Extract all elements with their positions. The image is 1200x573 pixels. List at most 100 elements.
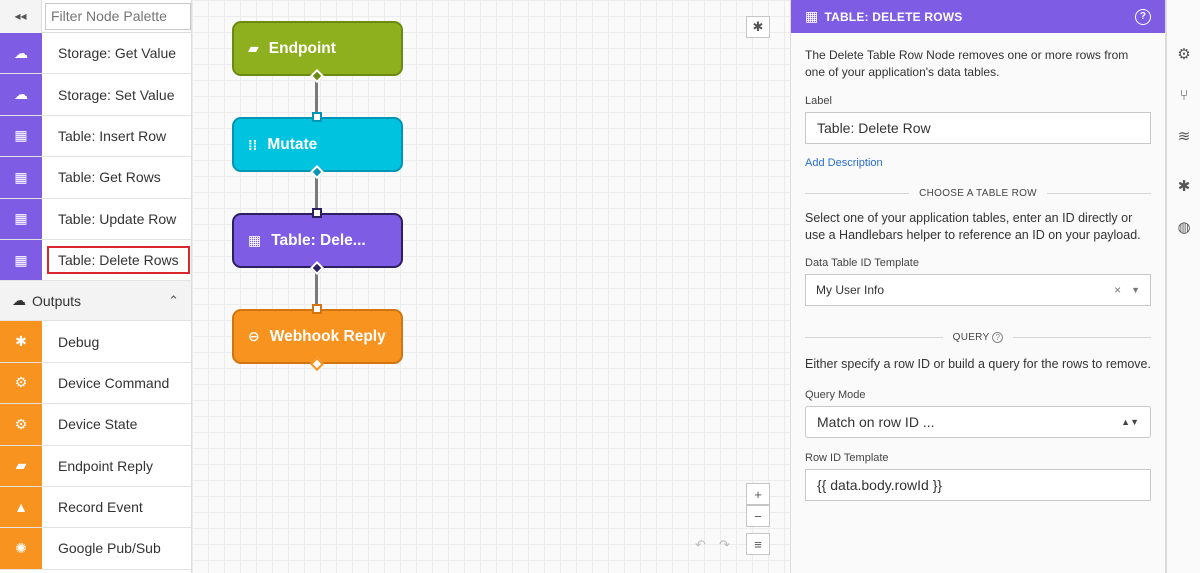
palette-item-device-state[interactable]: ⚙ Device State [0,404,191,446]
data-table-select-value: My User Info [816,283,885,297]
palette-item-record-event[interactable]: ▲ Record Event [0,486,191,529]
bug-icon: ✱ [0,321,42,362]
label-input[interactable]: Table: Delete Row [805,112,1151,144]
link-icon: ⊖ [248,328,260,344]
label-field-label: Label [805,95,832,107]
query-mode-select[interactable]: Match on row ID ... ▲▼ [805,406,1151,438]
table-icon: ▦ [0,157,42,198]
zoom-out-button[interactable]: − [746,505,770,527]
palette-item-device-command[interactable]: ⚙ Device Command [0,362,191,405]
node-webhook-reply[interactable]: ⊖ Webhook Reply [232,309,403,364]
query-mode-field-label: Query Mode [805,389,866,401]
palette-topbar: ◂◂ [0,0,191,33]
palette-item-label: Table: Update Row [58,210,177,227]
palette-item-label: Debug [58,333,100,350]
endpoint-icon: ▰ [248,40,259,56]
node-mutate[interactable]: ⁞⁞ Mutate [232,117,403,172]
query-mode-select-value: Match on row ID ... [817,414,935,430]
table-icon: ▦ [0,239,42,281]
row-id-template-value: {{ data.body.rowId }} [817,477,943,493]
bug-icon[interactable]: ✱ [1177,178,1191,195]
query-help-text: Either specify a row ID or build a query… [805,357,1151,371]
connection-wire [315,76,318,117]
node-endpoint[interactable]: ▰ Endpoint [232,21,403,76]
zoom-in-button[interactable]: + [746,483,770,505]
palette-item-storage-get-value[interactable]: ☁ Storage: Get Value [0,33,191,75]
chevron-up-icon[interactable]: ⌃ [168,292,179,308]
clear-icon[interactable]: × [1114,283,1122,297]
branch-icon[interactable]: ⑂ [1179,86,1189,104]
palette-item-endpoint-reply[interactable]: ▰ Endpoint Reply [0,445,191,487]
palette-item-table-delete-rows[interactable]: ▦ Table: Delete Rows [0,239,191,282]
cloud-download-icon: ☁ [0,33,42,74]
palette-item-label: Record Event [58,499,143,516]
add-description-link[interactable]: Add Description [805,157,883,169]
node-label: Mutate [267,135,318,153]
palette-item-label: Table: Delete Rows [42,240,191,280]
node-label: Endpoint [268,39,336,57]
outputs-group-header[interactable]: ☁ Outputs ⌃ [0,281,191,322]
pubsub-icon: ✺ [0,528,42,569]
input-port[interactable] [312,208,322,218]
palette-item-label: Endpoint Reply [58,457,153,474]
undo-button[interactable]: ↶ [695,537,706,552]
cloud-upload-icon: ☁ [0,74,42,115]
panel-title: TABLE: DELETE ROWS [824,9,963,24]
alert-icon: ▲ [0,486,42,528]
device-command-icon: ⚙ [0,362,42,404]
node-config-panel: ▦ TABLE: DELETE ROWS ? The Delete Table … [790,0,1166,573]
device-state-icon: ⚙ [0,404,42,445]
chevron-down-icon[interactable]: ▼ [1131,285,1140,295]
node-description: The Delete Table Row Node removes one or… [805,48,1129,79]
palette-item-label: Table: Insert Row [58,127,167,144]
help-icon[interactable]: ? [1135,8,1151,25]
select-arrows-icon: ▲▼ [1121,417,1139,427]
table-icon: ▦ [0,198,42,239]
panel-header: ▦ TABLE: DELETE ROWS ? [791,0,1165,33]
outputs-group-label: Outputs [32,292,82,309]
palette-item-label: Storage: Set Value [58,86,175,103]
palette-item-label: Storage: Get Value [58,45,177,62]
node-label: Table: Dele... [271,231,366,249]
section-choose-table-row: CHOOSE A TABLE ROW [805,186,1151,200]
palette-item-label: Device Command [58,374,170,391]
table-icon: ▦ [248,232,262,248]
cloud-icon: ☁ [12,292,26,309]
row-id-template-input[interactable]: {{ data.body.rowId }} [805,469,1151,501]
globe-icon[interactable]: ◍ [1177,219,1191,236]
palette-item-label: Google Pub/Sub [58,540,161,557]
palette-item-table-get-rows[interactable]: ▦ Table: Get Rows [0,157,191,199]
database-icon[interactable]: ≋ [1177,128,1191,145]
gear-icon[interactable]: ⚙ [1177,46,1191,63]
data-table-select[interactable]: My User Info × ▼ [805,274,1151,306]
right-icon-rail: ⚙ ⑂ ≋ ✱ ◍ [1166,0,1200,573]
mutate-icon: ⁞⁞ [248,136,258,153]
filter-node-palette-input[interactable] [45,2,191,30]
palette-item-table-update-row[interactable]: ▦ Table: Update Row [0,198,191,240]
input-port[interactable] [312,112,322,122]
data-table-field-label: Data Table ID Template [805,257,919,269]
connection-wire [315,268,318,309]
connection-wire [315,172,318,213]
redo-button[interactable]: ↷ [719,537,730,552]
palette-item-debug[interactable]: ✱ Debug [0,321,191,363]
section-title: QUERY ? [943,331,1014,343]
canvas-menu-button[interactable]: ≡ [746,533,770,555]
palette-item-label: Device State [58,416,138,433]
collapse-palette-button[interactable]: ◂◂ [0,0,42,33]
row-id-field-label: Row ID Template [805,452,889,464]
node-palette: ◂◂ ☁ Storage: Get Value ☁ Storage: Set V… [0,0,192,573]
table-icon: ▦ [0,115,42,157]
table-help-text: Select one of your application tables, e… [805,211,1141,242]
palette-item-google-pubsub[interactable]: ✺ Google Pub/Sub [0,528,191,570]
node-table-delete-rows[interactable]: ▦ Table: Dele... [232,213,403,268]
help-icon[interactable]: ? [992,331,1004,343]
table-icon: ▦ [805,8,819,24]
palette-item-storage-set-value[interactable]: ☁ Storage: Set Value [0,74,191,116]
canvas-debug-button[interactable]: ✱ [746,16,770,38]
section-query: QUERY ? [805,330,1152,344]
section-title: CHOOSE A TABLE ROW [919,187,1037,199]
workflow-canvas[interactable]: ▰ Endpoint ⁞⁞ Mutate ▦ Table: Dele... ⊖ … [192,0,790,573]
palette-item-table-insert-row[interactable]: ▦ Table: Insert Row [0,115,191,158]
input-port[interactable] [312,304,322,314]
